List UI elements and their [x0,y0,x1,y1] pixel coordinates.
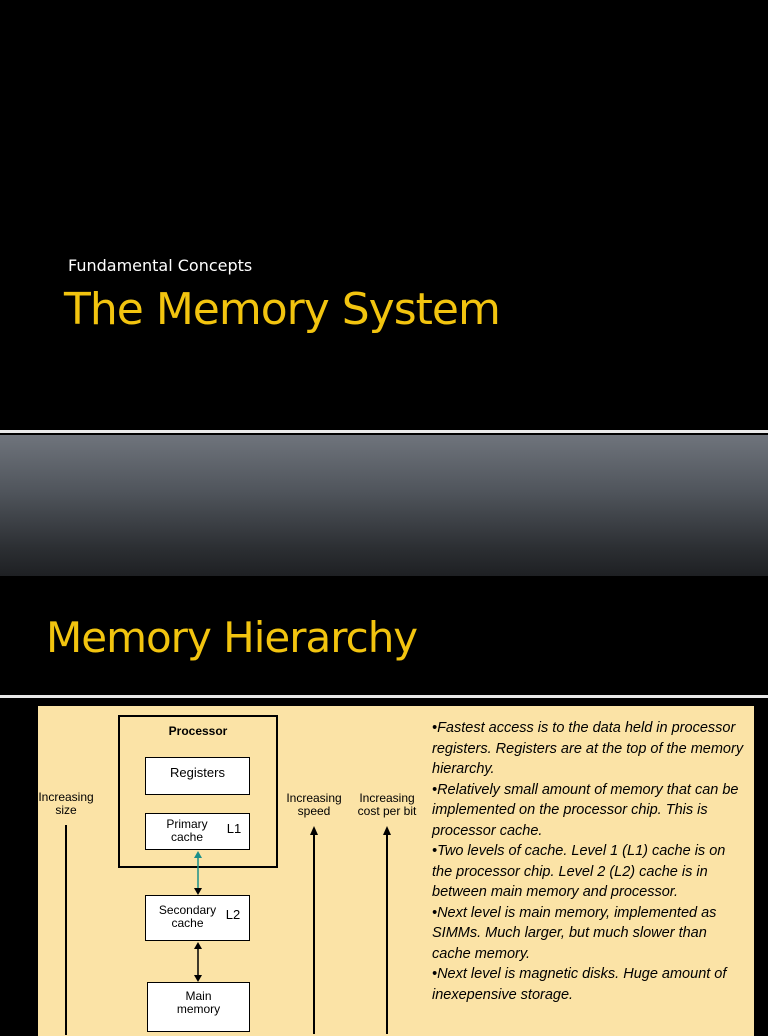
bullet-item: •Relatively small amount of memory that … [432,781,739,839]
processor-label: Processor [168,724,228,738]
hierarchy-bullets: •Fastest access is to the data held in p… [432,718,747,1005]
secondary-cache-label: Secondary cache [158,903,217,930]
slide-divider [0,430,768,433]
hierarchy-slide-header [0,576,768,696]
primary-cache-box [145,813,250,850]
increasing-speed-label: Increasing speed [286,791,342,818]
secondary-cache-box [145,895,250,941]
cost-axis-line [386,834,388,1034]
l1-l2-connector [194,851,202,895]
registers-label: Registers [170,765,225,780]
increasing-cost-label: Increasing cost per bit [357,791,417,818]
title-slide: Fundamental Concepts The Memory System [0,0,768,430]
hierarchy-slide-title: Memory Hierarchy [46,613,418,662]
l2-label: L2 [225,907,241,922]
header-divider [0,695,768,698]
speed-axis-line [313,834,315,1034]
main-memory-label: Main memory [176,989,221,1016]
speed-arrow-head [310,826,318,835]
slide-title: The Memory System [64,284,501,335]
registers-box [145,757,250,795]
l2-main-connector [194,942,202,982]
primary-cache-label: Primary cache [166,817,208,844]
bullet-item: •Fastest access is to the data held in p… [432,720,744,777]
bullet-item: •Two levels of cache. Level 1 (L1) cache… [432,843,726,900]
bullet-item: •Next level is magnetic disks. Huge amou… [432,966,727,1003]
l1-label: L1 [226,821,242,836]
slide-subtitle: Fundamental Concepts [68,256,253,275]
increasing-size-label: Increasing size [38,790,94,817]
cost-arrow-head [383,826,391,835]
bullet-item: •Next level is main memory, implemented … [432,904,717,962]
slide-separator-band [0,435,768,576]
size-axis-line [65,825,67,1035]
